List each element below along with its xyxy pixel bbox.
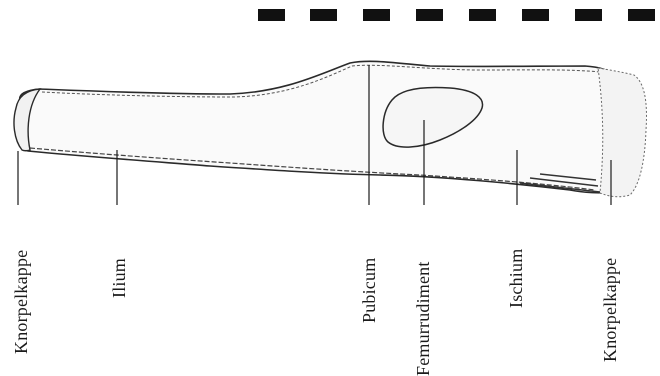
pelvic-bone-drawing: [0, 0, 660, 366]
label-ilium: Ilium: [110, 258, 128, 298]
scale-segment: [363, 9, 390, 21]
label-knorpelkappe-right: Knorpelkappe: [601, 258, 619, 362]
scale-segment: [628, 9, 655, 21]
right-cartilage-cap: [598, 68, 647, 197]
label-ischium: Ischium: [507, 249, 525, 308]
label-knorpelkappe-left: Knorpelkappe: [12, 250, 30, 354]
scale-segment: [469, 9, 496, 21]
scale-segment: [522, 9, 549, 21]
scale-segment: [310, 9, 337, 21]
label-femurrudiment: Femurrudiment: [414, 261, 432, 376]
scale-bar: [258, 9, 655, 21]
scale-segment: [258, 9, 285, 21]
label-pubicum: Pubicum: [360, 258, 378, 323]
scale-segment: [575, 9, 602, 21]
scale-segment: [416, 9, 443, 21]
